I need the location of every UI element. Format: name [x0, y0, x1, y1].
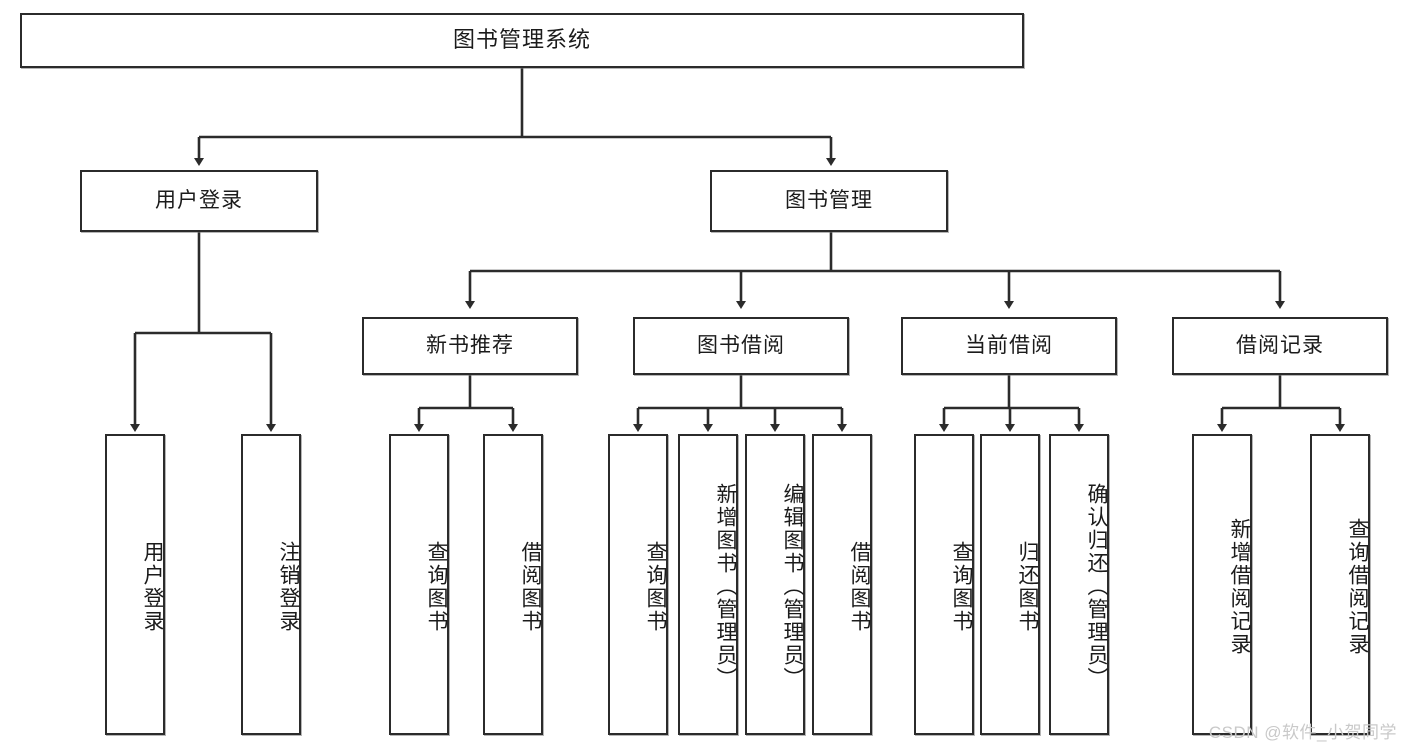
leaf-add-book-label: 新增图书（管理员） [714, 483, 737, 690]
leaf-borrow-book-2[interactable]: 借阅图书 [812, 434, 872, 735]
node-current-borrow[interactable]: 当前借阅 [901, 317, 1117, 375]
node-root-label: 图书管理系统 [452, 27, 591, 53]
leaf-confirm-return-label: 确认归还（管理员） [1085, 483, 1108, 690]
leaf-confirm-return[interactable]: 确认归还（管理员） [1049, 434, 1109, 735]
node-root[interactable]: 图书管理系统 [20, 13, 1024, 68]
leaf-user-logout-label: 注销登录 [277, 540, 300, 633]
leaf-return-book[interactable]: 归还图书 [980, 434, 1040, 735]
node-user-login[interactable]: 用户登录 [80, 170, 318, 232]
leaf-query-record[interactable]: 查询借阅记录 [1310, 434, 1370, 735]
node-borrow-record-label: 借阅记录 [1236, 334, 1324, 358]
node-book-borrow[interactable]: 图书借阅 [633, 317, 849, 375]
leaf-add-record[interactable]: 新增借阅记录 [1192, 434, 1252, 735]
leaf-query-book-2[interactable]: 查询图书 [608, 434, 668, 735]
leaf-query-record-label: 查询借阅记录 [1346, 517, 1369, 656]
leaf-return-book-label: 归还图书 [1016, 540, 1039, 633]
node-new-book-rec[interactable]: 新书推荐 [362, 317, 578, 375]
leaf-query-book-1-label: 查询图书 [425, 540, 448, 633]
leaf-borrow-book-1[interactable]: 借阅图书 [483, 434, 543, 735]
leaf-borrow-book-2-label: 借阅图书 [848, 540, 871, 633]
node-current-borrow-label: 当前借阅 [965, 334, 1053, 358]
leaf-edit-book[interactable]: 编辑图书（管理员） [745, 434, 805, 735]
node-book-manage-label: 图书管理 [785, 189, 873, 213]
leaf-query-book-3[interactable]: 查询图书 [914, 434, 974, 735]
csdn-watermark: CSDN @软件_小贺同学 [1208, 723, 1397, 742]
leaf-user-login-label: 用户登录 [141, 540, 164, 633]
node-borrow-record[interactable]: 借阅记录 [1172, 317, 1388, 375]
node-user-login-label: 用户登录 [155, 189, 243, 213]
leaf-edit-book-label: 编辑图书（管理员） [781, 483, 804, 690]
leaf-user-login[interactable]: 用户登录 [105, 434, 165, 735]
node-new-book-rec-label: 新书推荐 [426, 334, 514, 358]
leaf-borrow-book-1-label: 借阅图书 [519, 540, 542, 633]
leaf-query-book-2-label: 查询图书 [644, 540, 667, 633]
leaf-user-logout[interactable]: 注销登录 [241, 434, 301, 735]
leaf-query-book-3-label: 查询图书 [950, 540, 973, 633]
leaf-query-book-1[interactable]: 查询图书 [389, 434, 449, 735]
node-book-borrow-label: 图书借阅 [697, 334, 785, 358]
leaf-add-record-label: 新增借阅记录 [1228, 517, 1251, 656]
leaf-add-book[interactable]: 新增图书（管理员） [678, 434, 738, 735]
node-book-manage[interactable]: 图书管理 [710, 170, 948, 232]
